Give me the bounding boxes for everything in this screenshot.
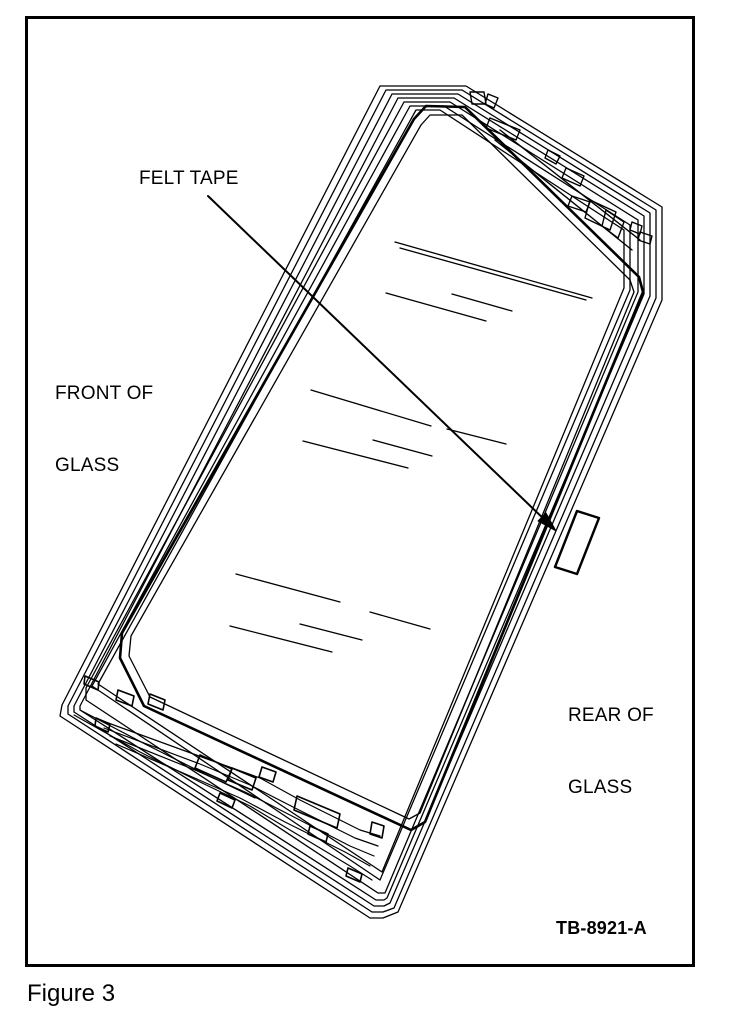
rear-of-glass-label: REAR OF GLASS [568, 656, 654, 824]
front-rail-lines [73, 709, 381, 881]
front-of-glass-label: FRONT OF GLASS [55, 334, 153, 502]
figure-frame [25, 16, 695, 967]
front-of-glass-label-line2: GLASS [55, 455, 120, 476]
felt-tape-piece [553, 509, 601, 576]
glass-reflections [229, 241, 593, 653]
felt-tape-leader-arrow [207, 195, 557, 532]
figure-caption: Figure 3 [27, 980, 116, 1007]
front-of-glass-label-line1: FRONT OF [55, 383, 154, 404]
felt-tape-label: FELT TAPE [139, 168, 239, 189]
rear-of-glass-label-line2: GLASS [568, 777, 633, 798]
rear-rail-brackets [469, 91, 653, 251]
figure-code-label: TB-8921-A [556, 918, 647, 938]
glass-panel-outline [118, 104, 645, 832]
front-rail-brackets [83, 675, 385, 883]
rear-of-glass-label-line1: REAR OF [568, 705, 654, 726]
